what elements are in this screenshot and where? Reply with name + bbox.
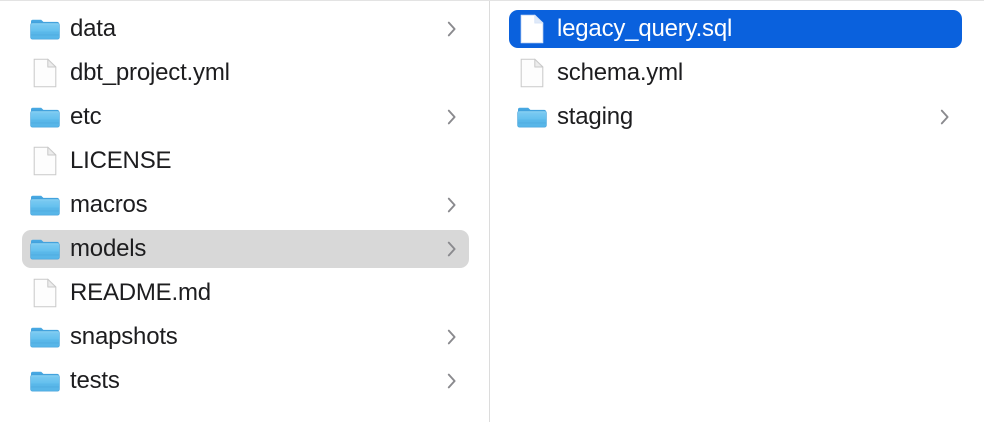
chevron-right-icon (445, 371, 459, 391)
document-icon (517, 14, 547, 44)
column-item-list-child: legacy_query.sql schema.yml staging (490, 10, 983, 136)
item-label: tests (70, 367, 120, 394)
folder-row[interactable]: macros (22, 186, 469, 224)
item-label: LICENSE (70, 147, 172, 174)
folder-row[interactable]: staging (509, 98, 962, 136)
item-label: dbt_project.yml (70, 59, 230, 86)
item-label: legacy_query.sql (557, 15, 733, 42)
chevron-right-icon (445, 327, 459, 347)
file-row[interactable]: schema.yml (509, 54, 962, 92)
document-icon (30, 278, 60, 308)
file-row[interactable]: legacy_query.sql (509, 10, 962, 48)
item-label: README.md (70, 279, 211, 306)
chevron-right-icon (445, 239, 459, 259)
item-label: models (70, 235, 147, 262)
chevron-right-icon (445, 151, 459, 171)
item-label: data (70, 15, 116, 42)
chevron-right-icon (445, 63, 459, 83)
folder-row[interactable]: tests (22, 362, 469, 400)
document-icon (30, 146, 60, 176)
file-row[interactable]: README.md (22, 274, 469, 312)
chevron-right-icon (938, 19, 952, 39)
file-browser-column-child[interactable]: legacy_query.sql schema.yml staging (490, 0, 983, 422)
item-label: macros (70, 191, 148, 218)
chevron-right-icon (938, 63, 952, 83)
item-label: staging (557, 103, 633, 130)
chevron-right-icon (938, 107, 952, 127)
folder-row[interactable]: models (22, 230, 469, 268)
folder-row[interactable]: snapshots (22, 318, 469, 356)
chevron-right-icon (445, 195, 459, 215)
folder-icon (30, 14, 60, 44)
chevron-right-icon (445, 283, 459, 303)
file-row[interactable]: dbt_project.yml (22, 54, 469, 92)
folder-icon (30, 102, 60, 132)
item-label: etc (70, 103, 102, 130)
folder-icon (30, 366, 60, 396)
folder-icon (30, 190, 60, 220)
file-row[interactable]: LICENSE (22, 142, 469, 180)
folder-row[interactable]: data (22, 10, 469, 48)
folder-icon (517, 102, 547, 132)
chevron-right-icon (445, 107, 459, 127)
document-icon (517, 58, 547, 88)
folder-row[interactable]: etc (22, 98, 469, 136)
chevron-right-icon (445, 19, 459, 39)
item-label: snapshots (70, 323, 178, 350)
folder-icon (30, 322, 60, 352)
document-icon (30, 58, 60, 88)
folder-icon (30, 234, 60, 264)
item-label: schema.yml (557, 59, 684, 86)
